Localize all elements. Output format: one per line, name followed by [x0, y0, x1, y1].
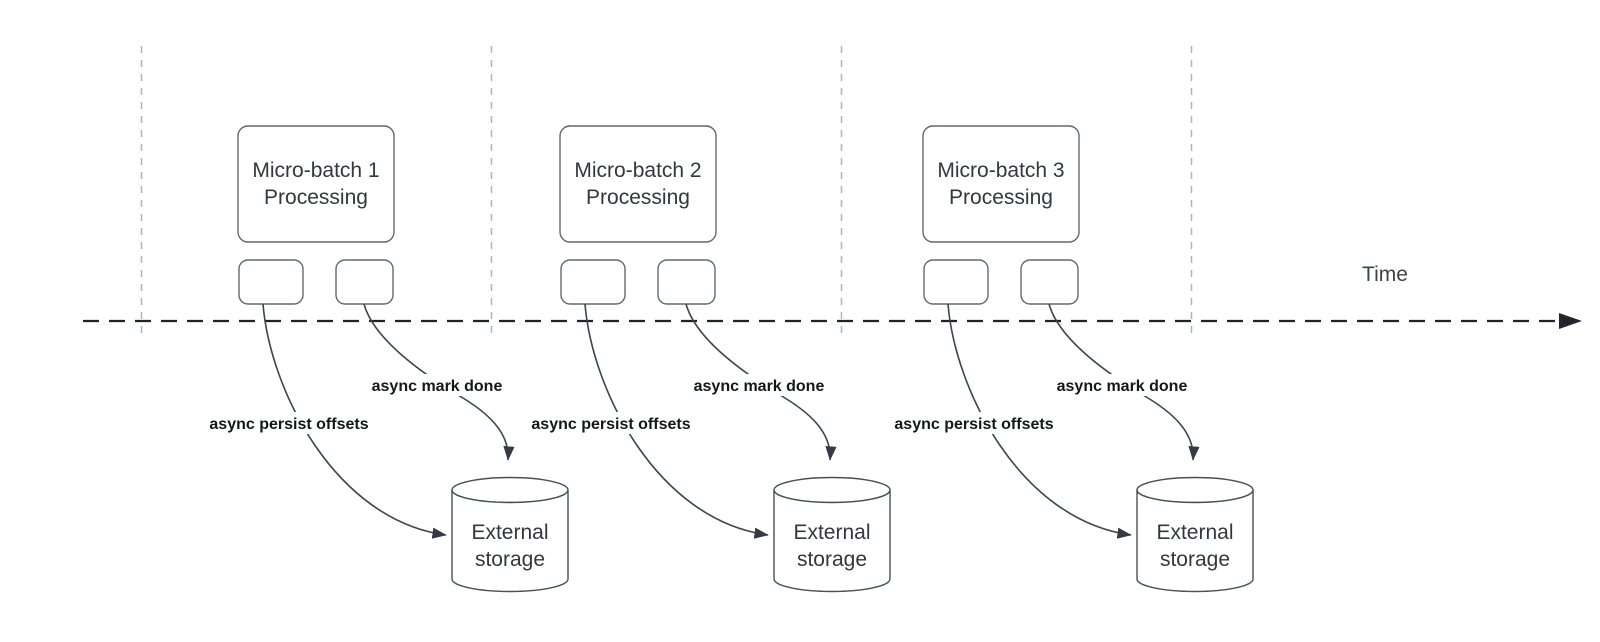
microbatch-processing-box	[559, 125, 717, 243]
storage-label-line2: storage	[475, 548, 545, 571]
external-storage-cylinder	[451, 489, 569, 593]
mark-done-task-box	[657, 259, 716, 305]
async-persist-offsets-label: async persist offsets	[894, 416, 1053, 433]
microbatch-processing-box	[237, 125, 395, 243]
microbatch-title-line1: Micro-batch 1	[252, 159, 379, 182]
storage-label-line1: External	[793, 521, 870, 544]
async-persist-offsets-label: async persist offsets	[531, 416, 690, 433]
storage-label-line2: storage	[1160, 548, 1230, 571]
done-label-background	[362, 374, 512, 396]
offset-task-box	[560, 259, 626, 305]
microbatch-title-line2: Processing	[586, 186, 690, 209]
offset-task-box	[238, 259, 304, 305]
async-persist-offsets-arrow	[262, 303, 447, 539]
microbatch-group-3: Micro-batch 3 Processing External storag…	[882, 125, 1254, 593]
mark-done-task-box	[335, 259, 394, 305]
offset-task-box	[923, 259, 989, 305]
external-storage-cylinder	[773, 489, 891, 593]
time-axis-arrowhead-icon	[1559, 313, 1582, 329]
mark-done-task-box	[1020, 259, 1079, 305]
storage-label-line2: storage	[797, 548, 867, 571]
microbatch-title-line2: Processing	[264, 186, 368, 209]
done-label-background	[684, 374, 834, 396]
async-mark-done-label: async mark done	[1057, 378, 1188, 395]
microbatch-group-1: Micro-batch 1 Processing External storag…	[197, 125, 569, 593]
external-storage-cylinder	[1136, 489, 1254, 593]
microbatch-group-2: Micro-batch 2 Processing External storag…	[519, 125, 891, 593]
async-mark-done-label: async mark done	[694, 378, 825, 395]
storage-label-line1: External	[1156, 521, 1233, 544]
persist-label-background	[519, 412, 703, 434]
persist-label-background	[197, 412, 381, 434]
microbatch-title-line1: Micro-batch 3	[937, 159, 1064, 182]
microbatch-title-line1: Micro-batch 2	[574, 159, 701, 182]
persist-label-background	[882, 412, 1066, 434]
microbatch-processing-box	[922, 125, 1080, 243]
microbatch-title-line2: Processing	[949, 186, 1053, 209]
async-persist-offsets-arrow	[584, 303, 769, 539]
storage-label-line1: External	[471, 521, 548, 544]
async-persist-offsets-arrow	[947, 303, 1132, 539]
time-axis-label: Time	[1362, 263, 1408, 286]
done-label-background	[1047, 374, 1197, 396]
async-persist-offsets-label: async persist offsets	[209, 416, 368, 433]
async-mark-done-label: async mark done	[372, 378, 503, 395]
